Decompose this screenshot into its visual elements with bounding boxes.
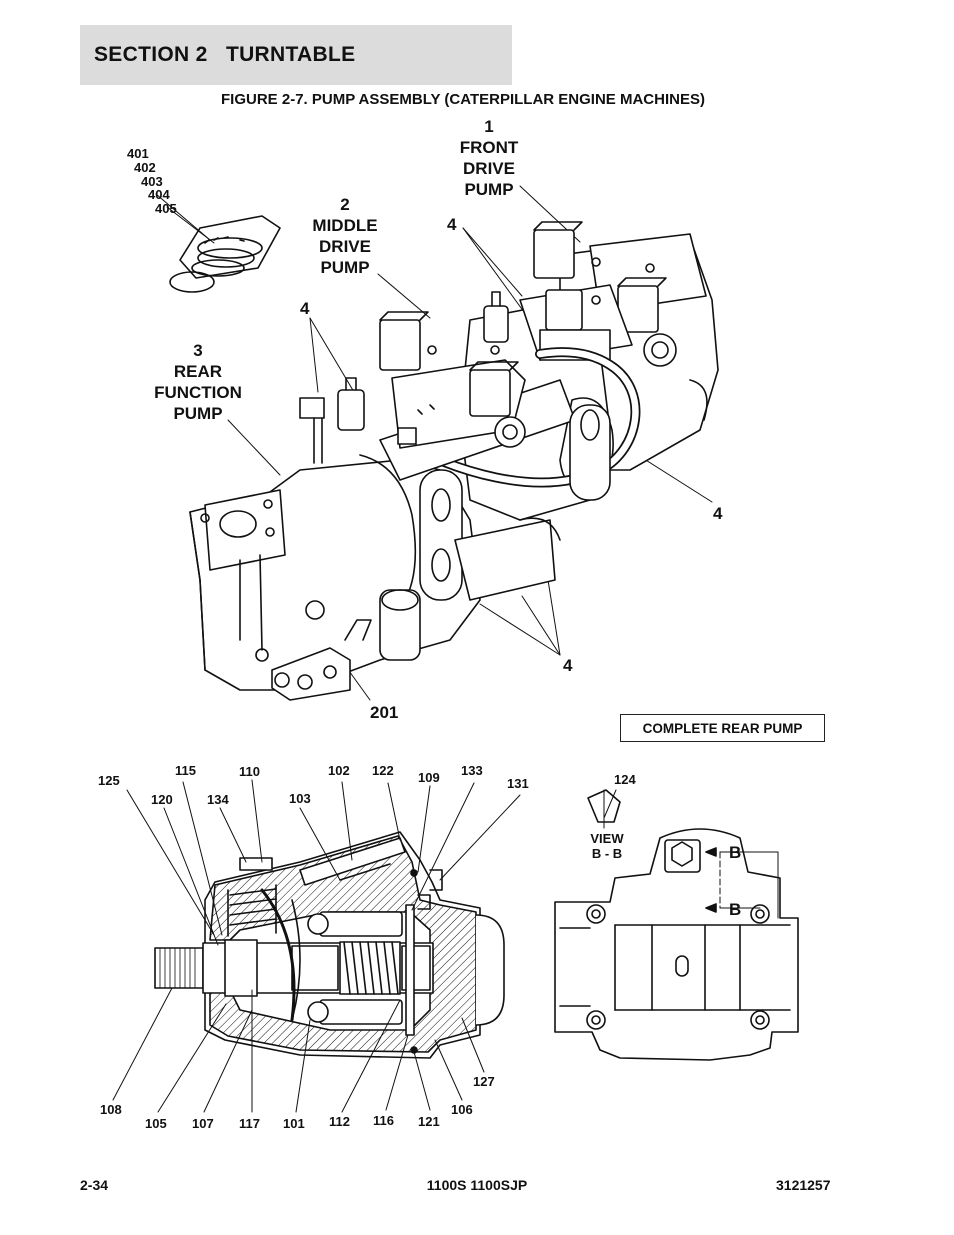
hose-label-c: 4 xyxy=(713,504,723,523)
part-label-107: 107 xyxy=(192,1116,214,1131)
part-label-131: 131 xyxy=(507,776,529,791)
seal-kit-label-402: 402 xyxy=(134,160,156,175)
part-label-117: 117 xyxy=(239,1116,260,1131)
seal-kit-label-403: 403 xyxy=(141,174,163,189)
section-header: SECTION 2 TURNTABLE xyxy=(80,25,512,85)
section-marker-b-bottom: B xyxy=(729,900,742,919)
part-label-133: 133 xyxy=(461,763,483,778)
front-drive-pump-label: 1 FRONT DRIVE PUMP xyxy=(459,117,519,199)
part-label-127: 127 xyxy=(473,1074,495,1089)
section-marker-b-top: B xyxy=(729,843,742,862)
pump-section-view xyxy=(154,831,505,1059)
part-label-106: 106 xyxy=(451,1102,473,1117)
pump-side-view xyxy=(554,828,799,1061)
part-label-124: 124 xyxy=(614,772,636,787)
hose-label-b: 4 xyxy=(300,299,310,318)
fitting-label-201: 201 xyxy=(370,703,399,722)
hose-label-a: 4 xyxy=(447,215,457,234)
page-number: 2-34 xyxy=(80,1177,109,1193)
top-leader-lines xyxy=(155,185,713,701)
part-label-125: 125 xyxy=(98,773,120,788)
section-title: SECTION 2 TURNTABLE xyxy=(94,43,356,66)
complete-rear-pump-label: COMPLETE REAR PUMP xyxy=(642,720,803,736)
view-b-b-illustration xyxy=(587,789,621,829)
seal-kit-label-401: 401 xyxy=(127,146,149,161)
part-label-120: 120 xyxy=(151,792,173,807)
seal-kit-label-404: 404 xyxy=(148,187,170,202)
part-label-116: 116 xyxy=(373,1113,394,1128)
seal-kit-label-405: 405 xyxy=(155,201,177,216)
seal-kit-illustration xyxy=(169,215,281,293)
middle-drive-pump-label: 2 MIDDLE DRIVE PUMP xyxy=(312,195,378,277)
part-label-102: 102 xyxy=(328,763,350,778)
model-number: 1100S 1100SJP xyxy=(426,1177,528,1193)
part-label-103: 103 xyxy=(289,791,311,806)
rear-function-pump-illustration xyxy=(189,291,611,701)
part-label-105: 105 xyxy=(145,1116,167,1131)
part-label-110: 110 xyxy=(239,764,260,779)
part-label-122: 122 xyxy=(372,763,394,778)
part-label-115: 115 xyxy=(175,763,196,778)
hose-label-d: 4 xyxy=(563,656,573,675)
part-label-121: 121 xyxy=(418,1114,440,1129)
part-label-108: 108 xyxy=(100,1102,122,1117)
complete-rear-pump-box: COMPLETE REAR PUMP xyxy=(620,714,825,742)
section-leader-lines xyxy=(112,779,521,1113)
view-b-b-label: VIEW B - B xyxy=(590,831,624,861)
part-label-134: 134 xyxy=(207,792,229,807)
part-label-112: 112 xyxy=(329,1114,350,1129)
part-label-101: 101 xyxy=(283,1116,305,1131)
rear-function-pump-label: 3 REAR FUNCTION PUMP xyxy=(154,341,242,423)
document-number: 3121257 xyxy=(776,1177,831,1193)
figure-title: FIGURE 2-7. PUMP ASSEMBLY (CATERPILLAR E… xyxy=(221,91,705,108)
part-label-109: 109 xyxy=(418,770,440,785)
